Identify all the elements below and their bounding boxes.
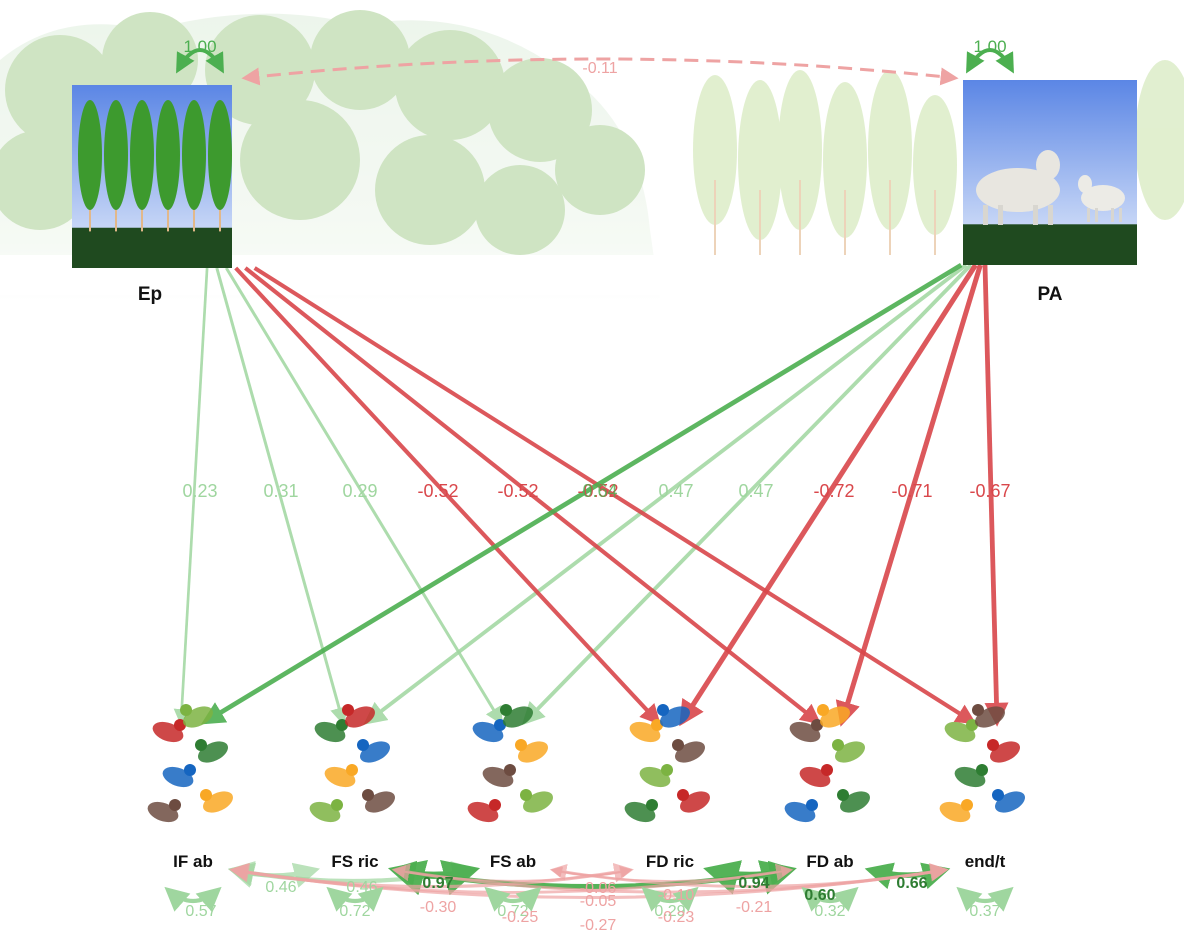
path-coefficient: 0.47 [738,481,773,501]
fs_ric-residual-loop [326,886,384,912]
fd_ric-residual-label: 0.29 [654,903,685,920]
path-coefficient: 0.64 [582,481,617,501]
path-coefficient: 0.29 [342,481,377,501]
path-arrow-ep-fd_ric [234,266,661,726]
birds-icon [309,704,395,823]
covariance-label-fs_ab-end_t: -0.21 [736,899,773,916]
path-coefficient: -0.52 [417,481,458,501]
end_t-label: end/t [965,852,1006,871]
path-arrow-pa-fd_ric [679,263,978,727]
fd_ab-residual-label: 0.32 [814,903,845,920]
path-coefficient: -0.52 [497,481,538,501]
fd_ab-residual-loop [801,886,859,912]
fs_ab-label: FS ab [490,852,536,871]
covariance-label-if_ab-end_t: -0.27 [580,917,617,933]
fs_ric-node: FS ric 0.72 [309,704,395,920]
fs_ab-residual-label: 0.72 [497,903,528,920]
ep-node: Ep 1.00 [72,37,232,305]
covariance-label-fs_ric-fd_ab: 0.60 [804,887,835,904]
fd_ab-node: FD ab 0.32 [784,704,870,920]
path-arrow-pa-fs_ab [521,263,973,726]
path-coefficient: -0.71 [891,481,932,501]
fd_ab-label: FD ab [806,852,853,871]
path-coefficient: 0.31 [263,481,298,501]
covariance-label-fd_ab-end_t: 0.66 [896,875,927,892]
path-coefficient: -0.52 [577,481,618,501]
path-arrow-pa-fs_ric [363,263,968,725]
path-arrow-ep-if_ab [173,267,209,726]
if_ab-node: IF ab 0.57 [147,704,233,920]
path-arrow-ep-end_t [253,266,977,725]
path-arrow-pa-fd_ab [835,264,983,727]
covariance-label-fd_ric-fd_ab: 0.94 [738,875,769,892]
path-arrow-ep-fd_ab [244,266,822,725]
end_t-residual-loop [956,886,1014,912]
fs_ab-node: FS ab 0.72 [467,704,553,920]
path-coefficient: 0.23 [182,481,217,501]
pa-node: PA 1.00 [963,37,1137,305]
birds-icon [467,704,553,823]
if_ab-residual-label: 0.57 [185,903,216,920]
path-arrow-ep-fs_ric [215,267,348,726]
end_t-node: end/t 0.37 [939,704,1025,920]
covariance-label-if_ab-fd_ric: -0.30 [420,899,457,916]
covariance-label-fs_ric-fd_ric: -0.10 [658,887,695,904]
end_t-residual-label: 0.37 [969,903,1000,920]
path-arrow-pa-end_t [982,264,1009,727]
fd_ric-label: FD ric [646,852,694,871]
if_ab-label: IF ab [173,852,213,871]
ep-variance-label: 1.00 [183,37,216,56]
if_ab-residual-loop [164,886,222,912]
covariance-arrow-ep-pa [241,57,959,86]
path-arrow-pa-if_ab [200,262,963,725]
fs_ric-label: FS ric [331,852,378,871]
ep-variance-loop [176,48,224,74]
fd_ric-residual-loop [641,886,699,912]
path-coefficient: 0.47 [658,481,693,501]
ep-label: Ep [138,284,162,305]
covariance-label-fs_ric-fs_ab: 0.97 [422,875,453,892]
path-coefficient: -0.72 [813,481,854,501]
pa-label: PA [1038,284,1063,305]
covariance-label-if_ab-fs_ric: 0.46 [265,879,296,896]
fd_ric-node: FD ric 0.29 [624,704,710,920]
path-arrow-ep-fs_ab [225,267,503,726]
birds-icon [939,704,1025,823]
pa-variance-loop [966,48,1014,74]
covariance-label-if_ab-fd_ab: -0.23 [658,909,695,926]
birds-icon [624,704,710,823]
birds-icon [784,704,870,823]
fs_ric-residual-label: 0.72 [339,903,370,920]
covariance-label-fs_ab-fd_ab: -0.05 [580,893,617,910]
birds-icon [147,704,233,823]
covariance-label-if_ab-fs_ab: 0.46 [346,879,377,896]
path-coefficient: -0.67 [969,481,1010,501]
covariance-label-ep-pa: -0.11 [582,60,617,77]
pa-variance-label: 1.00 [973,37,1006,56]
covariance-label-fs_ab-fd_ric: -0.06 [580,880,617,897]
covariance-label-fs_ric-end_t: -0.25 [502,909,539,926]
fs_ab-residual-loop [484,886,542,912]
